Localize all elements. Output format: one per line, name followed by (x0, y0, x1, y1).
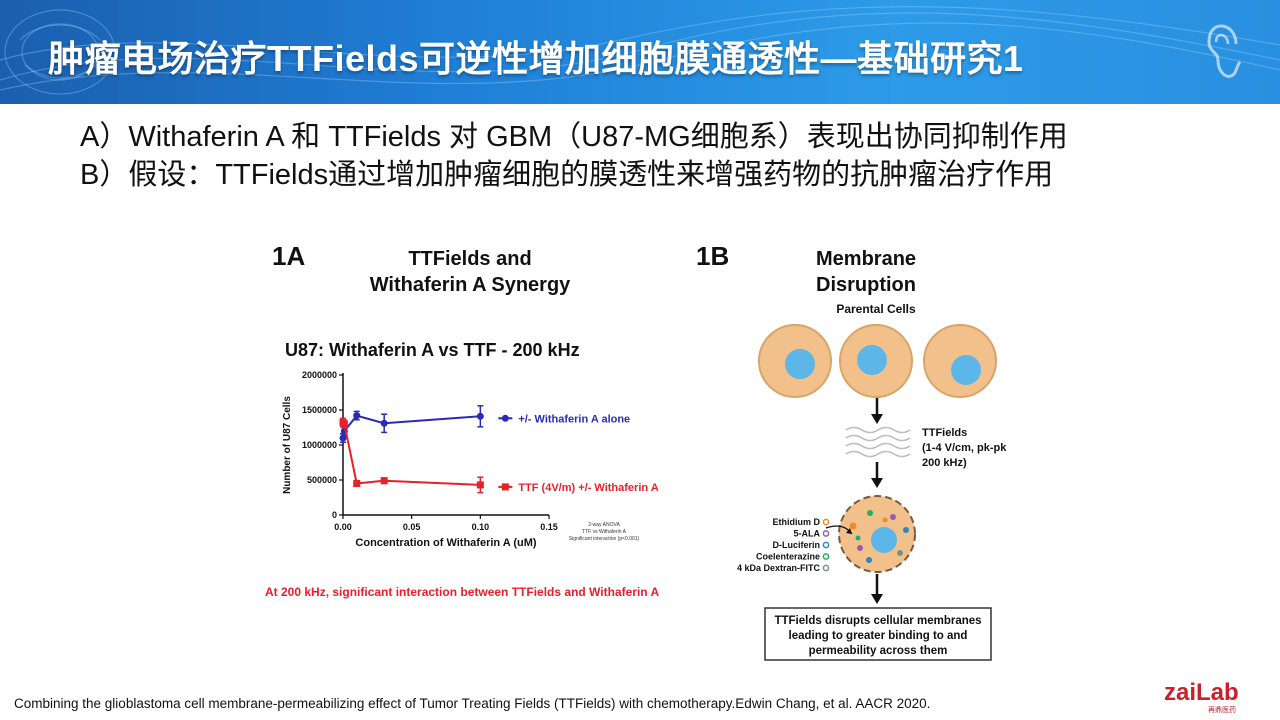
x-tick-label: 0.05 (403, 522, 421, 532)
arrow-3 (871, 574, 883, 604)
panel-1a-heading-1: TTFields and (408, 248, 531, 270)
page-title: 肿瘤电场治疗TTFields可逆性增加细胞膜通透性—基础研究1 (48, 38, 1024, 79)
ttfields-label-1: TTFields (922, 427, 967, 439)
panel-1a-heading-2: Withaferin A Synergy (370, 274, 571, 296)
marker-legend-dot (822, 553, 830, 560)
slide-header: 肿瘤电场治疗TTFields可逆性增加细胞膜通透性—基础研究1 (0, 0, 1280, 104)
x-tick-label: 0.15 (540, 522, 558, 532)
marker-legend: Ethidium D 5-ALAD-LuciferinCoelenterazine… (737, 517, 830, 573)
cell-1 (758, 324, 832, 398)
data-point (353, 412, 361, 420)
chart-axes: 0 500000 1000000 1500000 2000000 0.00 0.05 0.10… (302, 370, 558, 532)
marker-legend-label: D-Luciferin (772, 540, 820, 550)
x-tick-label: 0.00 (334, 522, 352, 532)
result-box: TTFields disrupts cellular membranes lea… (764, 607, 992, 661)
chart-conclusion: At 200 kHz, significant interaction betw… (265, 585, 660, 599)
marker-legend-dot (822, 530, 830, 537)
bullet-a: A）Withaferin A 和 TTFields 对 GBM（U87-MG细胞… (80, 121, 1068, 153)
series-2: TTF (4V/m) +/- Withaferin A (339, 417, 659, 494)
marker-legend-label: Coelenterazine (756, 552, 820, 562)
data-point (353, 480, 361, 487)
panel-1b-heading-2: Disruption (816, 274, 916, 296)
header-decoration (0, 6, 1280, 95)
panel-1b-label: 1B (696, 241, 729, 271)
data-point (380, 477, 388, 485)
marker-legend-dot (822, 518, 830, 526)
marker-legend-label: Ethidium D (773, 517, 821, 527)
legend-label: +/- Withaferin A alone (518, 413, 630, 425)
series-line (342, 414, 481, 439)
disrupted-cell (825, 495, 916, 573)
ttfields-label-2: (1-4 V/cm, pk-pk (922, 442, 1007, 454)
marker-legend-dot (822, 564, 830, 572)
cell-2 (839, 324, 913, 398)
arrow-2 (871, 462, 883, 488)
line-chart: U87: Withaferin A vs TTF - 200 kHz Numbe… (282, 340, 659, 549)
chart-title: U87: Withaferin A vs TTF - 200 kHz (285, 340, 580, 360)
legend-marker (501, 414, 509, 422)
legend-marker (501, 483, 509, 491)
cell-3 (923, 324, 997, 398)
y-tick-label: 1000000 (302, 440, 337, 450)
y-tick-label: 500000 (307, 475, 337, 485)
citation-footer: Combining the glioblastoma cell membrane… (14, 696, 931, 711)
panel-1a-label: 1A (272, 241, 305, 271)
result-line-1: TTFields disrupts cellular membranes (774, 615, 981, 627)
stats-note-line-1: 2-way ANOVA (588, 522, 620, 528)
data-point (476, 412, 484, 420)
company-logo: zaiLab 再鼎医药 (1164, 679, 1239, 714)
logo-text: zaiLab (1164, 679, 1239, 706)
data-point (380, 419, 388, 427)
bullet-list: A）Withaferin A 和 TTFields 对 GBM（U87-MG细胞… (80, 118, 1068, 194)
ear-icon (1207, 24, 1242, 78)
data-point (340, 420, 348, 428)
x-axis-label: Concentration of Withaferin A (uM) (355, 537, 537, 549)
y-axis-label: Number of U87 Cells (282, 396, 293, 494)
panel-1b-heading-1: Membrane (816, 248, 916, 270)
y-tick-label: 0 (332, 510, 337, 520)
stats-note: 2-way ANOVA TTF vs Withaferin A Signific… (569, 522, 640, 542)
y-tick-label: 1500000 (302, 405, 337, 415)
stats-note-line-2: TTF vs Withaferin A (582, 529, 627, 535)
marker-legend-label: 4 kDa Dextran-FITC (737, 563, 821, 573)
legend-label: TTF (4V/m) +/- Withaferin A (518, 482, 658, 494)
logo-subtext: 再鼎医药 (1208, 705, 1236, 714)
bullet-b: B）假设：TTFields通过增加肿瘤细胞的膜透性来增强药物的抗肿瘤治疗作用 (80, 159, 1054, 191)
y-tick-label: 2000000 (302, 370, 337, 380)
parental-cells-label: Parental Cells (836, 302, 916, 316)
data-point (476, 481, 484, 489)
ttfields-label-3: 200 kHz) (922, 457, 967, 469)
arrow-1 (871, 398, 883, 424)
x-tick-label: 0.10 (472, 522, 490, 532)
parental-cells (758, 324, 997, 398)
result-line-3: permeability across them (809, 645, 948, 657)
data-point (339, 434, 347, 442)
series-line (342, 421, 481, 486)
marker-legend-label: 5-ALA (794, 529, 821, 539)
series-1: +/- Withaferin A alone (339, 405, 630, 443)
stats-note-line-3: Significant interaction (p<0.001) (569, 536, 640, 542)
result-line-2: leading to greater binding to and (789, 630, 968, 642)
marker-legend-dot (822, 541, 830, 549)
ttfields-wave-icon (845, 426, 911, 458)
